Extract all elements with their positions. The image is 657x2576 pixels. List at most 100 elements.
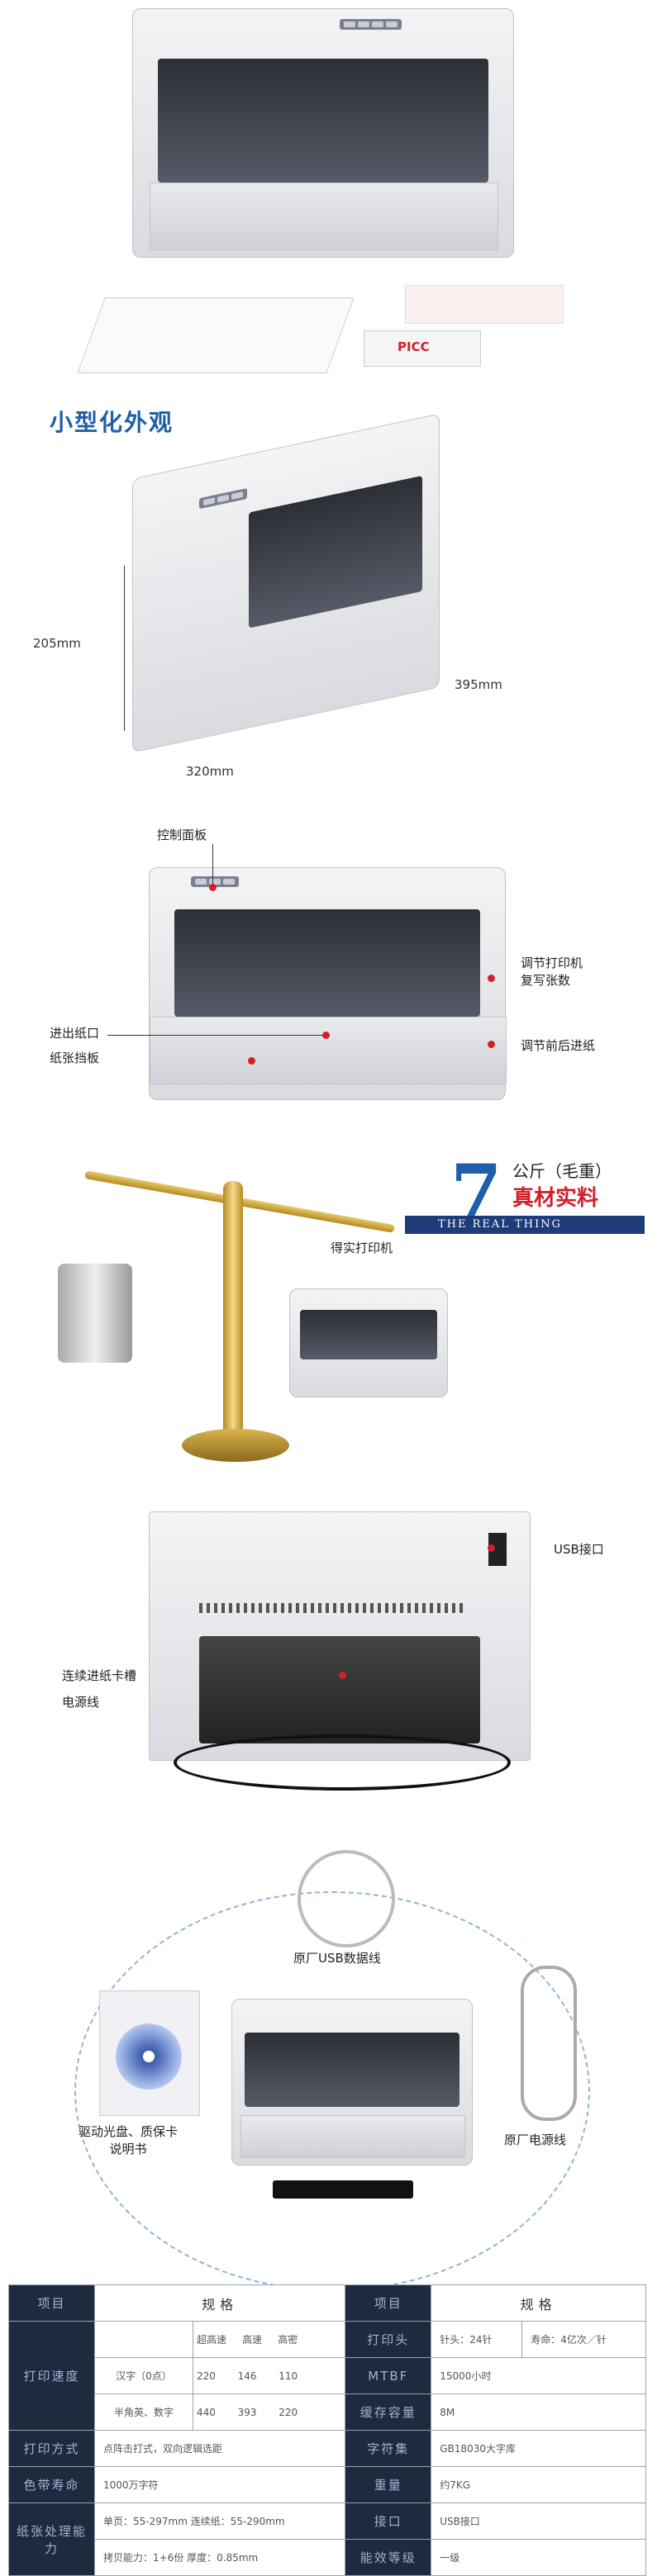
dimension-height-line <box>124 566 125 731</box>
spec-paper-label: 纸张处理能力 <box>8 2502 95 2576</box>
printer-front-image <box>132 8 514 258</box>
scale-pillar <box>223 1181 243 1445</box>
picc-logo: PICC <box>398 339 430 354</box>
spec-speed-col-3: 高密 <box>278 2334 298 2346</box>
spec-interface-label: 接口 <box>345 2502 432 2540</box>
weight-slogan: 真材实料 <box>512 1186 599 1211</box>
ribbon-cartridge-image <box>273 2180 413 2199</box>
weight-english: THE REAL THING <box>438 1218 562 1231</box>
power-cable-accessory-image <box>521 1966 577 2121</box>
spec-header-item: 项目 <box>8 2284 95 2322</box>
callout-paper-inlet: 进出纸口 <box>50 1026 100 1041</box>
spec-ribbon-label: 色带寿命 <box>8 2466 95 2503</box>
callout-adjust-copies-line1: 调节打印机 <box>521 956 583 970</box>
spec-buffer-value: 8M <box>431 2393 646 2431</box>
spec-ribbon-value: 1000万字符 <box>93 2466 346 2503</box>
callout-manual: 说明书 <box>109 2142 147 2156</box>
paper-form-left <box>77 297 355 373</box>
spec-energy-value: 一级 <box>431 2539 646 2576</box>
spec-speed-row2-v3: 220 <box>279 2406 298 2418</box>
spec-weight-value: 约7KG <box>431 2466 646 2503</box>
back-section: USB接口 连续进纸卡槽 电源线 <box>0 1495 657 1842</box>
spec-buffer-label: 缓存容量 <box>345 2393 432 2431</box>
spec-energy-label: 能效等级 <box>345 2539 432 2576</box>
printer-accessory-image <box>231 1999 473 2166</box>
spec-paper-value-1: 单页：55-297mm 连续纸：55-290mm <box>93 2502 346 2540</box>
spec-header-spec-2: 规格 <box>431 2284 646 2322</box>
printer-label: 得实打印机 <box>331 1241 393 1255</box>
printer-on-scale-image <box>289 1288 448 1397</box>
callout-driver-cd: 驱动光盘、质保卡 说明书 <box>79 2123 178 2157</box>
usb-cable-image <box>298 1850 395 1947</box>
outline-section: 小型化外观 205mm 320mm 395mm <box>0 388 657 818</box>
spec-speed-row1-v2: 146 <box>237 2370 257 2382</box>
callout-adjust-copies-line2: 复写张数 <box>521 973 571 988</box>
spec-paper-value-2: 拷贝能力：1+6份 厚度：0.85mm <box>93 2539 346 2576</box>
spec-table: 项目 规格 项目 规格 打印速度 超高速 高速 高密 打印头 针头：24针 寿命… <box>8 2284 646 2576</box>
scale-base <box>182 1429 289 1462</box>
callout-power-cord: 电源线 <box>62 1695 100 1710</box>
spec-speed-row1-v3: 110 <box>279 2370 298 2382</box>
spec-speed-col: 超高速 高速 高密 <box>192 2321 346 2358</box>
weight-section: 7 公斤（毛重） 真材实料 THE REAL THING 得实打印机 <box>0 1148 657 1495</box>
accessories-section: 原厂USB数据线 驱动光盘、质保卡 说明书 原厂电源线 <box>0 1842 657 2291</box>
marker-tractor-slot <box>339 1672 346 1679</box>
marker-paper-guide <box>248 1057 255 1065</box>
spec-speed-row1-label: 汉字（0点） <box>94 2357 193 2394</box>
paper-form-right <box>405 285 564 324</box>
vent <box>199 1603 464 1613</box>
parts-section: 控制面板 调节打印机 复写张数 进出纸口 纸张挡板 调节前后进纸 <box>0 818 657 1148</box>
spec-mtbf-value: 15000小时 <box>431 2357 646 2394</box>
spec-header-spec: 规格 <box>93 2284 346 2322</box>
spec-printhead-label: 打印头 <box>345 2321 432 2358</box>
dimension-depth: 395mm <box>455 677 502 692</box>
callout-control-panel-line <box>212 844 213 885</box>
dimension-height: 205mm <box>33 636 81 651</box>
spec-printhead-value: 针头：24针 <box>431 2321 523 2358</box>
spec-charset-value: GB18030大字库 <box>431 2430 646 2467</box>
spec-mtbf-label: MTBF <box>345 2357 432 2394</box>
weight-english-bar: THE REAL THING <box>405 1216 645 1234</box>
printer-back-image <box>149 1511 531 1761</box>
weight-unit: 公斤（毛重） <box>512 1161 612 1181</box>
spec-method-value: 点阵击打式，双向逻辑选距 <box>93 2430 346 2467</box>
callout-adjust-copies: 调节打印机 复写张数 <box>521 954 583 989</box>
spec-interface-value: USB接口 <box>431 2502 646 2540</box>
spec-speed-col-1: 超高速 <box>197 2334 227 2346</box>
spec-header-item-2: 项目 <box>345 2284 432 2322</box>
spec-speed-row2-v1: 440 <box>197 2406 216 2418</box>
callout-power-cable: 原厂电源线 <box>504 2132 567 2147</box>
spec-weight-label: 重量 <box>345 2466 432 2503</box>
scale-image <box>33 1148 397 1478</box>
hero-section: PICC <box>0 0 657 388</box>
marker-usb-port <box>488 1544 495 1552</box>
spec-speed-row2-values: 440 393 220 <box>192 2393 346 2431</box>
dimension-width: 320mm <box>186 764 234 779</box>
callout-adjust-feed: 调节前后进纸 <box>521 1038 596 1053</box>
spec-speed-label: 打印速度 <box>8 2321 95 2431</box>
marker-control-panel <box>209 884 217 891</box>
spec-speed-row1-values: 220 146 110 <box>192 2357 346 2394</box>
callout-usb-cable: 原厂USB数据线 <box>293 1951 381 1966</box>
printer-parts-image <box>149 867 507 1100</box>
callout-paper-guide: 纸张挡板 <box>50 1051 100 1065</box>
spec-printhead-life: 寿命：4亿次／针 <box>521 2321 646 2358</box>
marker-paper-inlet <box>322 1032 330 1039</box>
spec-method-label: 打印方式 <box>8 2430 95 2467</box>
marker-adjust-copies <box>488 975 495 982</box>
spec-speed-col-2: 高速 <box>242 2334 263 2346</box>
callout-control-panel: 控制面板 <box>157 828 207 842</box>
callout-paper-inlet-line <box>107 1035 322 1036</box>
section-title: 小型化外观 <box>50 409 174 436</box>
picc-card: PICC <box>364 330 481 367</box>
printer-angle-image <box>132 413 440 753</box>
marker-adjust-feed <box>488 1041 495 1048</box>
cd-disc <box>116 2023 182 2090</box>
spec-charset-label: 字符集 <box>345 2430 432 2467</box>
power-cable-image <box>174 1734 511 1791</box>
callout-usb-port: USB接口 <box>554 1542 604 1557</box>
spec-section: 项目 规格 项目 规格 打印速度 超高速 高速 高密 打印头 针头：24针 寿命… <box>0 2279 657 2576</box>
callout-driver-cd-line1: 驱动光盘、质保卡 <box>79 2124 179 2139</box>
spec-speed-row2-v2: 393 <box>237 2406 257 2418</box>
spec-speed-row2-label: 半角英、数字 <box>94 2393 193 2431</box>
